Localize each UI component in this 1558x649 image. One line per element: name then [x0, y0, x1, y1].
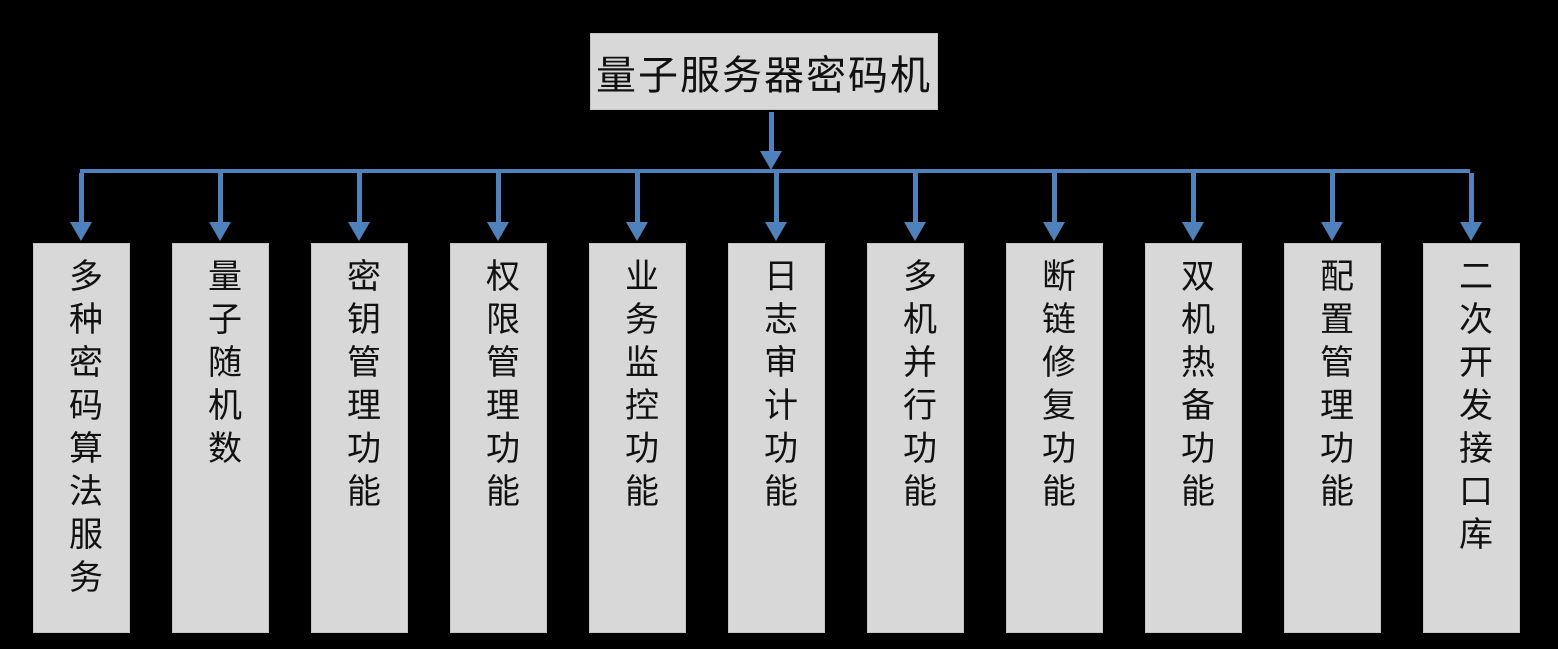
child-node-label: 密钥管理功能 — [341, 258, 379, 516]
child-node: 多种密码算法服务 — [33, 173, 130, 633]
child-arrow-stem — [496, 173, 501, 223]
arrow-down-icon — [760, 151, 782, 170]
arrow-down-icon — [1043, 222, 1065, 241]
child-node-label: 多种密码算法服务 — [63, 258, 101, 602]
child-arrow-stem — [357, 173, 362, 223]
child-arrow-stem — [1469, 173, 1474, 223]
root-node-label: 量子服务器密码机 — [596, 52, 932, 98]
child-arrow-stem — [1330, 173, 1335, 223]
root-arrow-stem — [769, 112, 774, 152]
child-arrow-stem — [218, 173, 223, 223]
child-node: 密钥管理功能 — [311, 173, 408, 633]
child-node: 业务监控功能 — [589, 173, 686, 633]
child-node-box: 日志审计功能 — [728, 243, 825, 633]
child-node-box: 二次开发接口库 — [1423, 243, 1520, 633]
child-node-label: 多机并行功能 — [897, 258, 935, 516]
child-node: 配置管理功能 — [1284, 173, 1381, 633]
child-node: 权限管理功能 — [450, 173, 547, 633]
child-node: 量子随机数 — [172, 173, 269, 633]
child-node-box: 双机热备功能 — [1145, 243, 1242, 633]
child-node-box: 业务监控功能 — [589, 243, 686, 633]
child-node-label: 权限管理功能 — [480, 258, 518, 516]
connector-trunk-line — [80, 169, 1470, 173]
child-node: 二次开发接口库 — [1423, 173, 1520, 633]
child-arrow-stem — [774, 173, 779, 223]
child-node-box: 权限管理功能 — [450, 243, 547, 633]
child-node-label: 量子随机数 — [202, 258, 240, 473]
child-arrow-stem — [635, 173, 640, 223]
child-arrow-stem — [913, 173, 918, 223]
child-node-box: 配置管理功能 — [1284, 243, 1381, 633]
child-node-label: 业务监控功能 — [619, 258, 657, 516]
child-arrow-stem — [1052, 173, 1057, 223]
root-node: 量子服务器密码机 — [590, 33, 938, 110]
child-node: 日志审计功能 — [728, 173, 825, 633]
arrow-down-icon — [487, 222, 509, 241]
child-node-box: 多种密码算法服务 — [33, 243, 130, 633]
child-node-label: 双机热备功能 — [1175, 258, 1213, 516]
child-node-label: 日志审计功能 — [758, 258, 796, 516]
arrow-down-icon — [348, 222, 370, 241]
arrow-down-icon — [1321, 222, 1343, 241]
child-node: 断链修复功能 — [1006, 173, 1103, 633]
child-node-label: 配置管理功能 — [1314, 258, 1352, 516]
child-node-box: 断链修复功能 — [1006, 243, 1103, 633]
arrow-down-icon — [1460, 222, 1482, 241]
arrow-down-icon — [626, 222, 648, 241]
arrow-down-icon — [765, 222, 787, 241]
child-node: 双机热备功能 — [1145, 173, 1242, 633]
arrow-down-icon — [904, 222, 926, 241]
child-node-box: 量子随机数 — [172, 243, 269, 633]
child-arrow-stem — [79, 173, 84, 223]
child-node-label: 断链修复功能 — [1036, 258, 1074, 516]
arrow-down-icon — [1182, 222, 1204, 241]
child-node: 多机并行功能 — [867, 173, 964, 633]
arrow-down-icon — [70, 222, 92, 241]
child-node-box: 多机并行功能 — [867, 243, 964, 633]
child-node-box: 密钥管理功能 — [311, 243, 408, 633]
child-arrow-stem — [1191, 173, 1196, 223]
arrow-down-icon — [209, 222, 231, 241]
child-node-label: 二次开发接口库 — [1453, 258, 1491, 559]
